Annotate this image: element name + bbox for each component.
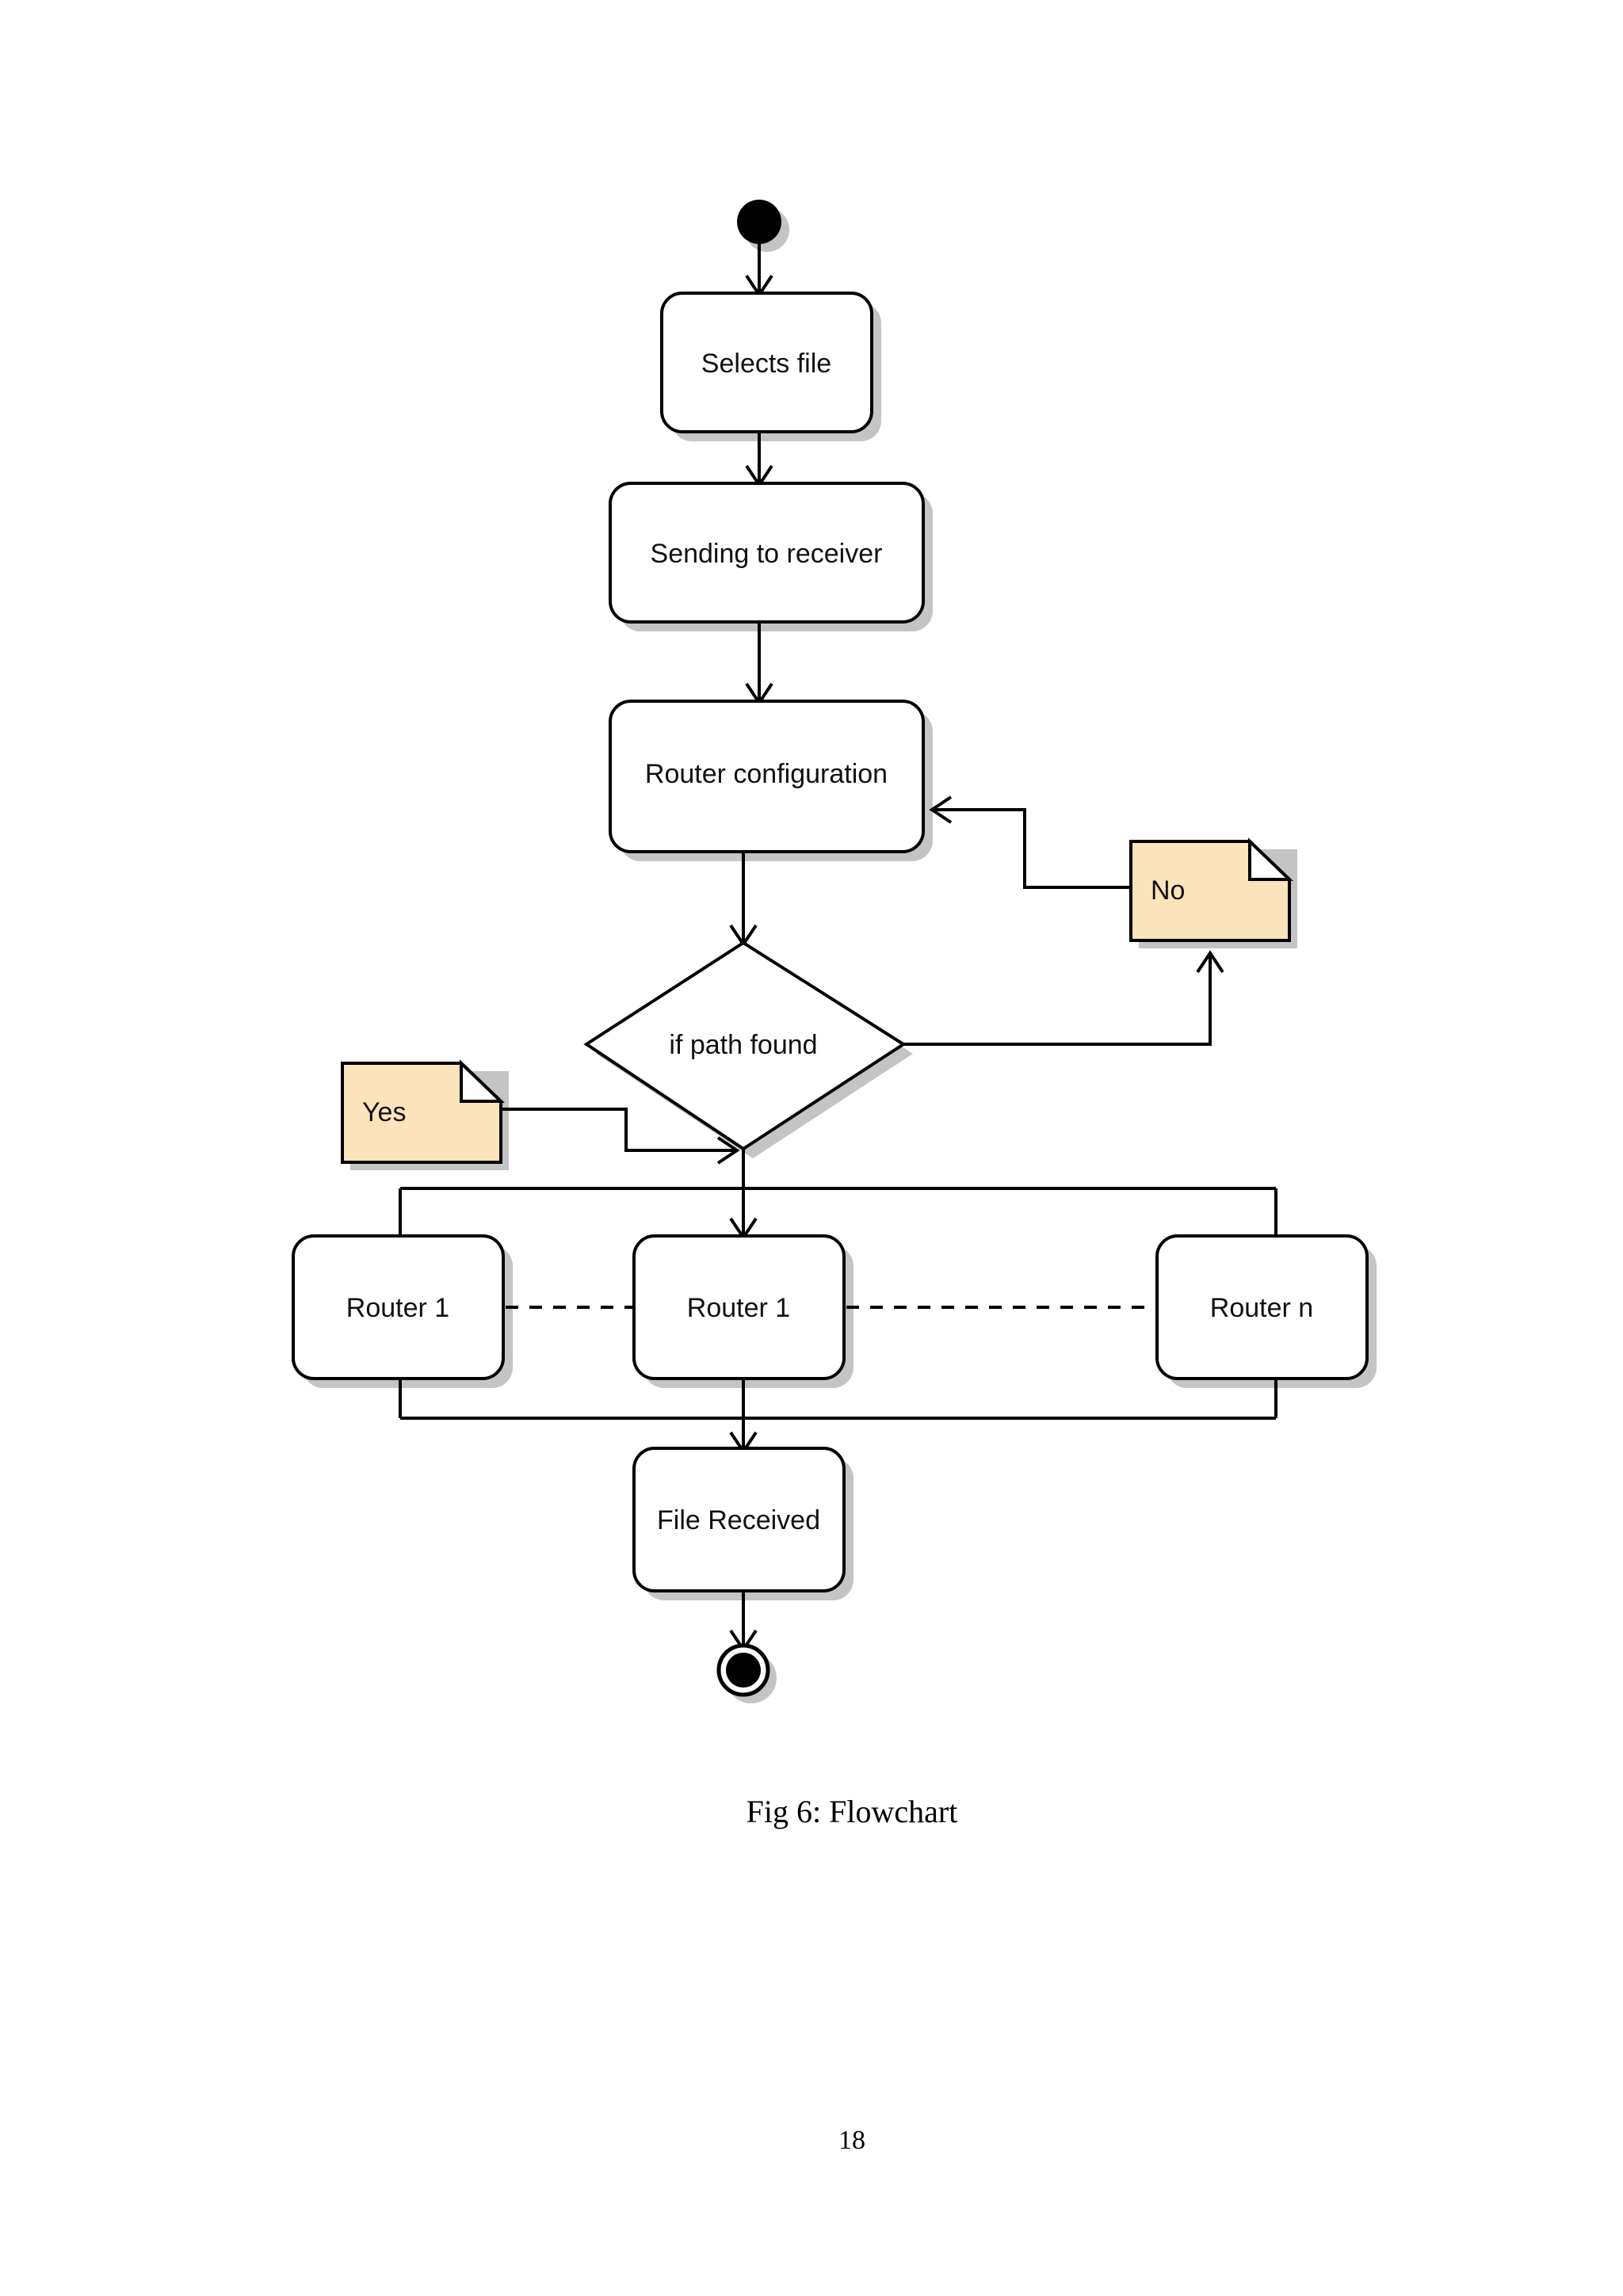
note-yes-fold-icon: [460, 1059, 505, 1103]
note-no-label: No: [1151, 875, 1185, 906]
activity-selects-file-label: Selects file: [701, 349, 831, 379]
flow-decision-to-note-no: [903, 955, 1212, 1046]
decision-if-path-found[interactable]: if path found: [583, 940, 907, 1151]
page-number: 18: [838, 2126, 865, 2155]
activity-file-received[interactable]: File Received: [632, 1447, 846, 1592]
note-no[interactable]: No: [1129, 837, 1293, 942]
flow-note-no-to-router-config: [934, 808, 1131, 889]
activity-selects-file[interactable]: Selects file: [660, 292, 873, 433]
activity-router-left[interactable]: Router 1: [292, 1234, 505, 1380]
arrowhead-router-config-return: [929, 795, 953, 824]
activity-router-right-label: Router n: [1210, 1293, 1313, 1323]
final-node[interactable]: [716, 1643, 770, 1697]
flow-note-yes-to-decision: [501, 1108, 735, 1152]
initial-node[interactable]: [737, 200, 781, 244]
activity-sending-to-receiver[interactable]: Sending to receiver: [609, 482, 925, 624]
arrowhead-note-no: [1196, 950, 1224, 974]
decision-label: if path found: [669, 1030, 817, 1060]
arrowhead-decision-yes: [716, 1136, 740, 1165]
activity-router-configuration[interactable]: Router configuration: [609, 700, 925, 853]
activity-sending-to-receiver-label: Sending to receiver: [651, 539, 883, 569]
activity-router-middle[interactable]: Router 1: [632, 1234, 846, 1380]
activity-router-right[interactable]: Router n: [1155, 1234, 1369, 1380]
note-no-fold-icon: [1248, 837, 1293, 881]
figure-caption: Fig 6: Flowchart: [747, 1794, 958, 1829]
activity-router-configuration-label: Router configuration: [645, 759, 888, 789]
activity-file-received-label: File Received: [657, 1505, 820, 1535]
note-yes[interactable]: Yes: [341, 1059, 505, 1164]
activity-router-left-label: Router 1: [346, 1293, 449, 1323]
activity-router-middle-label: Router 1: [687, 1293, 790, 1323]
note-yes-label: Yes: [362, 1097, 406, 1127]
